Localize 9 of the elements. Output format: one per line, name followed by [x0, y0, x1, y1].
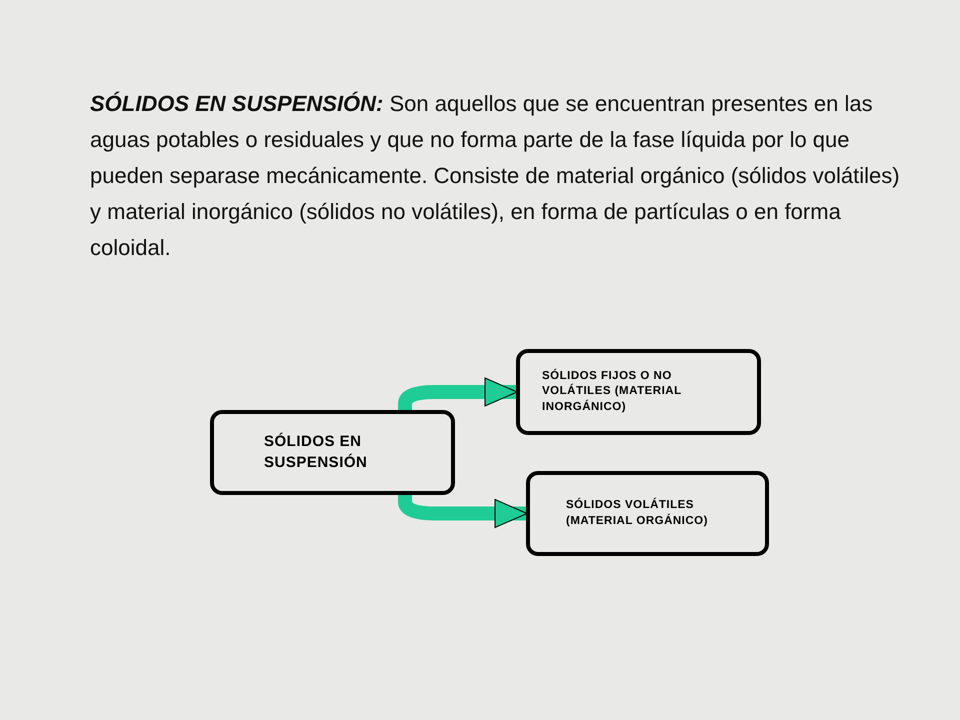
process-box — [526, 471, 769, 556]
process-box — [516, 349, 761, 435]
box-text: SÓLIDOS FIJOS O NO VOLÁTILES (MATERIAL INORGÁNICO) — [542, 368, 682, 415]
box-text: SÓLIDOS VOLÁTILES (MATERIAL ORGÁNICO) — [566, 498, 709, 528]
box-text: SÓLIDOS EN SUSPENSIÓN — [264, 432, 368, 472]
curved-arrow — [398, 494, 528, 528]
process-box — [210, 410, 455, 495]
description-paragraph: SÓLIDOS EN SUSPENSIÓN: Son aquellos que se encuentran presentes en las aguas potables o residuales y que no forma parte de la fase líquida por lo que pueden separase mecánicamente. Consiste de material orgánico (sólidos volátiles) y material inorgánico (sólidos no volátiles), en forma de partículas o en forma coloidal. — [90, 90, 901, 262]
curved-arrow — [398, 378, 518, 411]
